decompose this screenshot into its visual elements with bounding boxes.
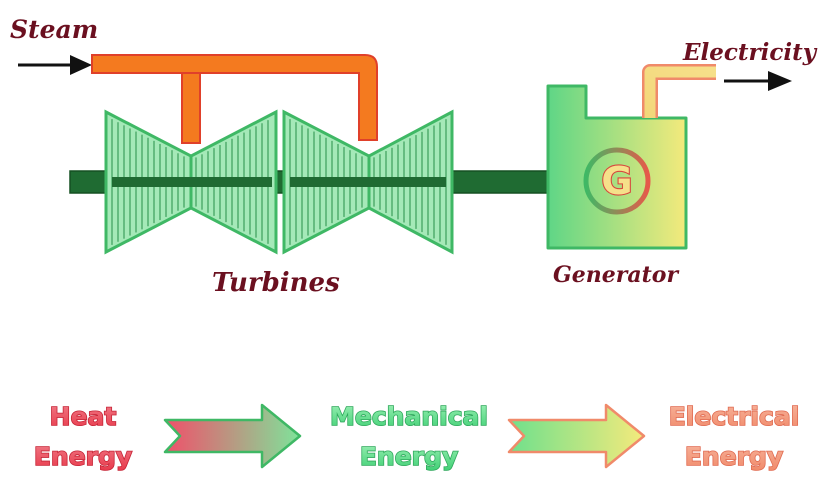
heat-to-mechanical-arrow: [163, 403, 302, 469]
electrical-energy-line2: Energy: [685, 442, 783, 471]
steam-label: Steam: [10, 15, 98, 44]
steam-pipe: [91, 54, 378, 144]
electricity-label: Electricity: [682, 39, 818, 66]
generator-g-icon: G: [583, 147, 651, 215]
arrow-right-icon: [724, 71, 792, 91]
mechanical-energy-line1: Mechanical: [330, 402, 488, 431]
energy-flow: Heat Energy Mechanical Energy Electrical…: [33, 401, 800, 472]
electrical-energy-line1: Electrical: [669, 402, 800, 431]
generator-label: Generator: [553, 262, 679, 288]
turbines-label: Turbines: [212, 268, 340, 298]
turbine-1: [104, 109, 278, 255]
mechanical-to-electrical-arrow: [507, 403, 646, 469]
arrow-right-icon: [18, 55, 92, 75]
mechanical-energy-line2: Energy: [360, 442, 458, 471]
generator-symbol: G: [601, 159, 632, 203]
heat-energy-line1: Heat: [50, 402, 117, 431]
generator: G: [546, 64, 716, 250]
turbine-2: [282, 109, 454, 255]
heat-energy-line2: Energy: [34, 442, 132, 471]
